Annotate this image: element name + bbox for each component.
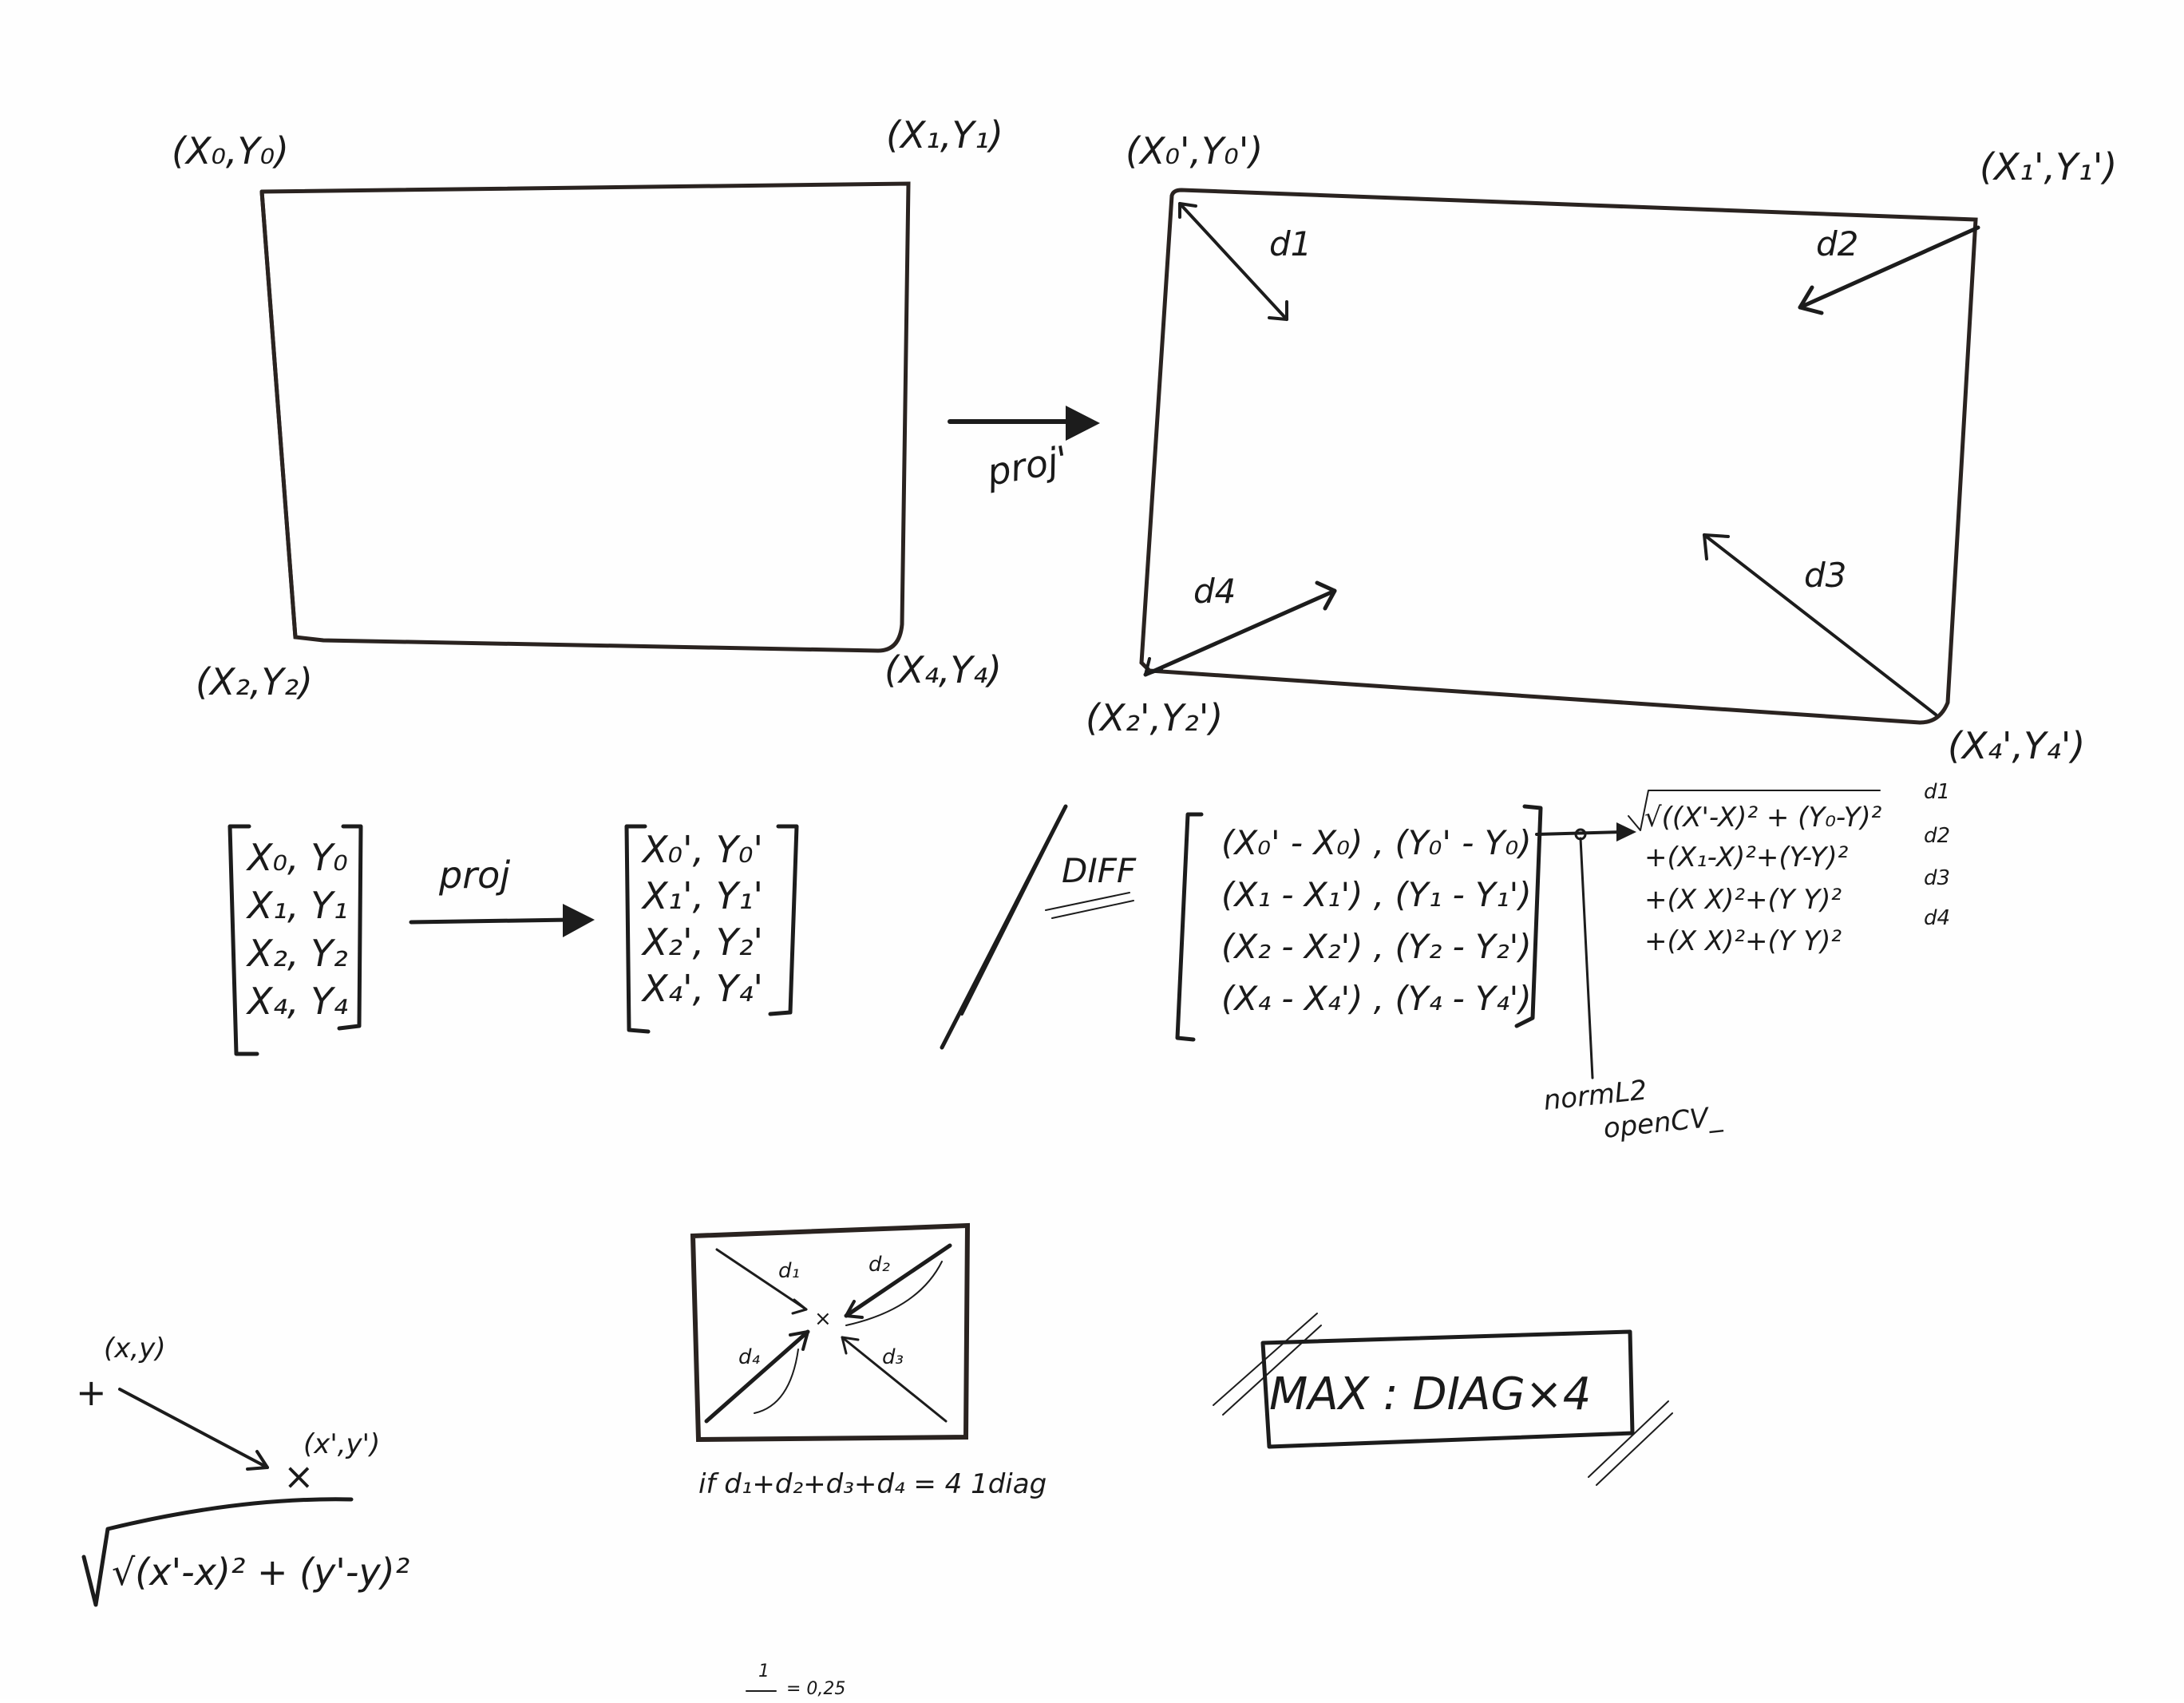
diff-to-distance-arrow [1535,822,1636,1079]
matrix-projected-row-2: X₂', Y₂' [641,921,763,964]
formula-sqrt-sign [81,1497,354,1607]
point-a-marker: + [76,1371,107,1414]
matrix-projected-row-3: X₄', Y₄' [641,967,763,1010]
arrow-d2 [1798,225,1980,315]
proj-corner-label-tr: (X₁',Y₁') [1980,145,2117,188]
diff-row-3: (X₄ - X₄') , (Y₄ - Y₄') [1221,979,1532,1018]
distance-formula: √(x'-x)² + (y'-y)² [112,1551,410,1594]
diff-row-0: (X₀' - X₀) , (Y₀' - Y₀) [1221,823,1532,862]
distance-expr-0: √((X'-X)² + (Y₀-Y)² [1644,802,1882,834]
point-a-label: (x,y) [104,1333,166,1364]
max-box-text: MAX : DIAG×4 [1269,1368,1591,1420]
projection-arrow [948,406,1100,441]
matrix-proj-label: proj [438,853,510,897]
arrow-d1 [1178,202,1288,321]
matrix-original-row-0: X₀, Y₀ [246,836,348,879]
diff-underline-2 [1051,900,1134,919]
small-d3-label: d₃ [882,1345,904,1369]
distance-expr-1: +(X₁-X)²+(Y-Y)² [1644,842,1849,873]
corner-label-tl: (X₀,Y₀) [172,129,289,172]
distance-expr-2: +(X X)²+(Y Y)² [1644,884,1842,916]
small-d2-label: d₂ [868,1253,890,1277]
distance-tag-1: d2 [1924,824,1950,848]
divider-slash [940,804,1068,1050]
small-d1-label: d₁ [778,1259,800,1283]
distance-tag-0: d1 [1924,780,1950,804]
d1-label: d1 [1269,224,1312,263]
point-arrow [118,1388,269,1471]
d4-label: d4 [1193,572,1236,611]
corner-label-tr: (X₁,Y₁) [886,113,1003,156]
diff-row-1: (X₁ - X₁') , (Y₁ - Y₁') [1221,875,1532,914]
diff-underline [1045,892,1130,911]
projection-label: proj' [983,438,1072,494]
diff-label: DIFF [1062,851,1137,890]
distance-sqrt-sign [1628,790,1881,831]
point-b-label: (x',y') [303,1428,380,1460]
corner-label-br: (X₄,Y₄) [884,648,1002,691]
matrix-original-row-3: X₄, Y₄ [246,980,348,1023]
matrix-original-row-2: X₂, Y₂ [246,932,348,975]
small-rectangle [690,1222,971,1443]
proj-corner-label-bl: (X₂',Y₂') [1086,696,1223,739]
original-rectangle [259,181,911,653]
corner-label-bl: (X₂,Y₂) [196,660,313,703]
diff-matrix-brackets [1175,804,1543,1042]
matrix-projected-brackets [624,824,799,1034]
arrow-d4 [1143,580,1337,677]
matrix-original-brackets [228,824,363,1056]
condition-text: if d₁+d₂+d₃+d₄ = 4 1diag [698,1468,1046,1500]
point-b-marker: × [283,1455,315,1498]
fraction-numerator: 1 [758,1661,770,1681]
d3-label: d3 [1804,556,1846,595]
matrix-projected-row-1: X₁', Y₁' [641,874,763,917]
small-d4-label: d₄ [738,1345,761,1369]
d2-label: d2 [1816,224,1858,263]
diff-row-2: (X₂ - X₂') , (Y₂ - Y₂') [1221,927,1532,966]
distance-tag-2: d3 [1924,866,1950,890]
small-center-marker: × [814,1307,832,1331]
matrix-original-row-1: X₁, Y₁ [246,884,348,927]
distance-expr-3: +(X X)²+(Y Y)² [1644,925,1842,957]
arrow-d3 [1703,533,1937,716]
fraction-rhs: = 0,25 [786,1679,845,1699]
proj-corner-label-tl: (X₀',Y₀') [1126,129,1263,172]
matrix-projected-row-0: X₀', Y₀' [641,828,763,871]
max-box [1213,1313,1673,1486]
small-rect-arrows [704,1243,952,1424]
matrix-proj-arrow [409,904,595,937]
projected-rectangle [1139,188,1978,725]
distance-tag-3: d4 [1924,906,1950,930]
proj-corner-label-br: (X₄',Y₄') [1948,724,2085,767]
